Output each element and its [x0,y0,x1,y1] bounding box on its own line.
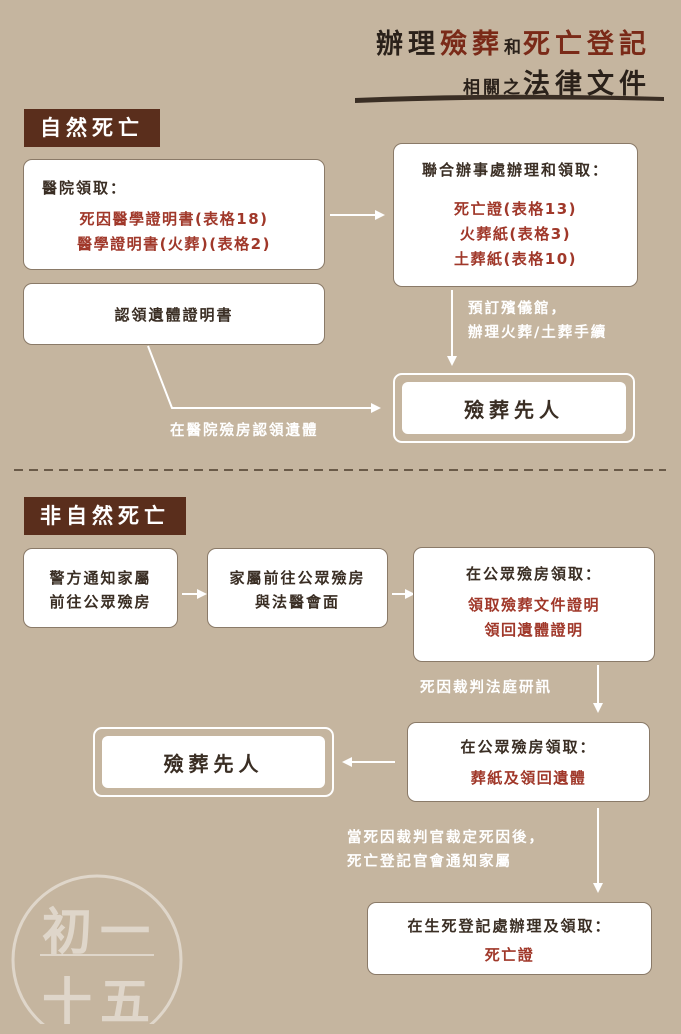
box-morgue-first: 在公眾殮房領取： 領取殮葬文件證明 領回遺體證明 [413,547,655,662]
hospital-items: 死因醫學證明書(表格18) 醫學證明書(火葬)(表格2) [77,210,271,253]
box-family-meet: 家屬前往公眾殮房 與法醫會面 [207,548,388,628]
tag-natural-death: 自然死亡 [24,109,160,147]
arrow-claim-to-final [147,345,381,413]
box-joint-office: 聯合辦事處辦理和領取： 死亡證(表格13) 火葬紙(表格3) 土葬紙(表格10) [393,143,638,287]
note-coroner-court: 死因裁判法庭研訊 [420,680,552,696]
box-claim-certificate: 認領遺體證明書 [23,283,325,345]
note-book-funeral: 預訂殯儀館， 辦理火葬/土葬手續 [468,301,608,341]
watermark-circle [11,874,183,1024]
note-coroner-ruling: 當死因裁判官裁定死因後， 死亡登記官會通知家屬 [347,830,545,870]
joint-items: 死亡證(表格13) 火葬紙(表格3) 土葬紙(表格10) [453,200,578,268]
final-funeral-unnatural: 殮葬先人 [93,727,334,797]
box-morgue-second: 在公眾殮房領取： 葬紙及領回遺體 [407,722,650,802]
watermark-char-2: 一 [100,902,150,961]
joint-heading: 聯合辦事處辦理和領取： [421,161,609,179]
box-hospital: 醫院領取： 死因醫學證明書(表格18) 醫學證明書(火葬)(表格2) [23,159,325,270]
title-line-1: 辦理殮葬和死亡登記 [376,29,651,60]
watermark-char-3: 十 [42,972,92,1031]
tag-unnatural-death: 非自然死亡 [24,497,186,535]
box-police-notify: 警方通知家屬 前往公眾殮房 [23,548,178,628]
hospital-heading: 醫院領取： [42,179,128,197]
title-brush-stroke [355,94,664,103]
watermark-char-1: 初 [42,902,92,961]
final-funeral-natural: 殮葬先人 [393,373,635,443]
box-registry: 在生死登記處辦理及領取： 死亡證 [367,902,652,975]
note-hospital-morgue: 在醫院殮房認領遺體 [170,423,319,439]
watermark-char-4: 五 [100,972,150,1031]
